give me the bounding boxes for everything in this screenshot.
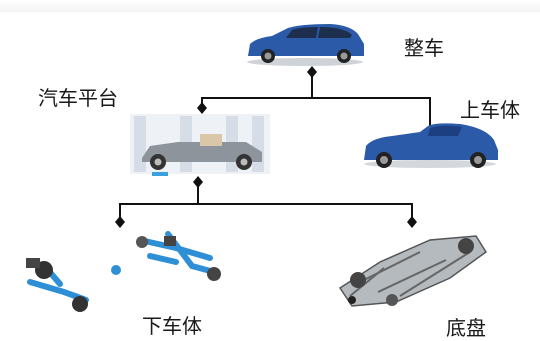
chassis-frame-icon [338,235,488,307]
label-whole-vehicle: 整车 [404,36,444,60]
hatchback-car-icon [247,24,364,66]
label-chassis: 底盘 [446,316,486,340]
connector-platform-to-lower [119,180,199,222]
diamond-node [197,102,207,114]
diamond-node [407,216,417,228]
platform-skeleton-icon [130,114,270,176]
diamond-node [307,66,317,78]
connector-platform-to-chassis [198,203,413,222]
suspension-parts-icon [26,231,221,312]
diamond-node [193,176,203,188]
label-lower-body: 下车体 [142,314,202,338]
label-vehicle-platform: 汽车平台 [38,86,118,110]
connector-whole-to-upper [312,97,431,130]
diamond-node [115,216,125,228]
cabriolet-car-icon [364,123,498,168]
label-upper-body: 上车体 [460,98,520,122]
connector-whole-to-platform [201,72,313,108]
top-border [0,0,540,12]
